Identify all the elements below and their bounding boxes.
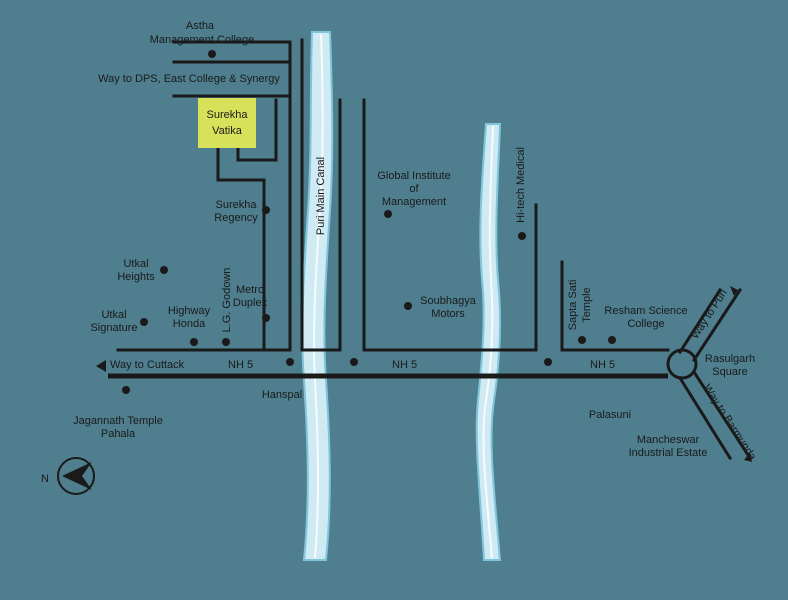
label-soubhagya-1: Soubhagya bbox=[420, 295, 477, 307]
label-lg-godown: L.G. Godown bbox=[221, 268, 233, 333]
label-resham-2: College bbox=[627, 318, 664, 330]
surekha-vatika-marker: Surekha Vatika bbox=[198, 98, 256, 148]
label-global-1: Global Institute bbox=[377, 170, 450, 182]
label-utkal-heights-2: Heights bbox=[117, 271, 155, 283]
label-jagannath-2: Pahala bbox=[101, 428, 136, 440]
label-surekha-regency-1: Surekha bbox=[216, 199, 258, 211]
compass-icon: N bbox=[41, 457, 95, 495]
label-rasulgarh-2: Square bbox=[712, 366, 747, 378]
label-sapta-sati-2: Temple bbox=[581, 287, 593, 322]
label-way-cuttack: Way to Cuttack bbox=[110, 359, 185, 371]
label-hitech-medical: Hi-tech Medical bbox=[515, 147, 527, 223]
label-nh5-3: NH 5 bbox=[590, 359, 615, 371]
label-nh5-1: NH 5 bbox=[228, 359, 253, 371]
label-global-2: of bbox=[409, 183, 419, 195]
label-utkal-signature-1: Utkal bbox=[101, 309, 126, 321]
compass-label: N bbox=[41, 473, 49, 485]
label-metro-duplex-2: Duplex bbox=[233, 297, 268, 309]
surekha-vatika-line2: Vatika bbox=[212, 125, 243, 137]
road-network bbox=[96, 38, 753, 462]
label-resham-1: Resham Science bbox=[604, 305, 687, 317]
label-sapta-sati-1: Sapta Sati bbox=[567, 280, 579, 331]
surekha-vatika-line1: Surekha bbox=[207, 109, 249, 121]
label-hanspal: Hanspal bbox=[262, 389, 302, 401]
label-soubhagya-2: Motors bbox=[431, 308, 465, 320]
label-global-3: Management bbox=[382, 196, 446, 208]
label-astha-2: Management College bbox=[150, 34, 255, 46]
label-astha-1: Astha bbox=[186, 20, 215, 32]
puri-main-canal bbox=[301, 31, 334, 561]
label-metro-duplex-1: Metro bbox=[236, 284, 264, 296]
label-mancheswar-1: Mancheswar bbox=[637, 434, 700, 446]
label-mancheswar-2: Industrial Estate bbox=[629, 447, 708, 459]
label-jagannath-1: Jagannath Temple bbox=[73, 415, 163, 427]
label-highway-honda-1: Highway bbox=[168, 305, 211, 317]
label-highway-honda-2: Honda bbox=[173, 318, 206, 330]
label-puri-main-canal: Puri Main Canal bbox=[315, 157, 327, 235]
location-dots bbox=[122, 50, 616, 394]
label-nh5-2: NH 5 bbox=[392, 359, 417, 371]
second-canal bbox=[475, 123, 502, 561]
label-utkal-heights-1: Utkal bbox=[123, 258, 148, 270]
label-way-dps: Way to DPS, East College & Synergy bbox=[98, 73, 280, 85]
label-surekha-regency-2: Regency bbox=[214, 212, 258, 224]
label-utkal-signature-2: Signature bbox=[90, 322, 137, 334]
place-labels: Astha Management College Way to DPS, Eas… bbox=[73, 20, 759, 463]
label-rasulgarh-1: Rasulgarh bbox=[705, 353, 755, 365]
label-palasuni: Palasuni bbox=[589, 409, 631, 421]
